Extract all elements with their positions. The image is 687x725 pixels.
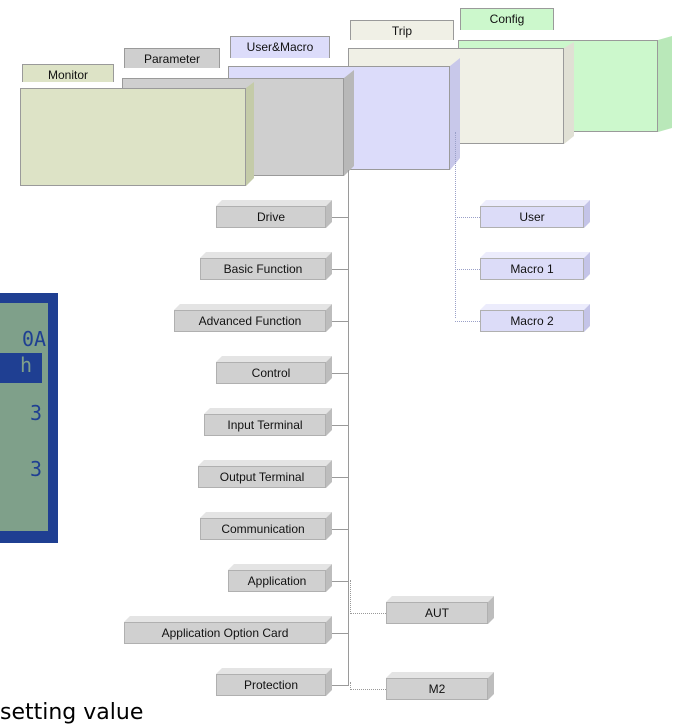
connector-line	[332, 425, 348, 426]
connector-line	[332, 269, 348, 270]
user-macro-box-macro-2-label: Macro 2	[510, 314, 554, 328]
tab-config[interactable]: Config	[460, 8, 554, 30]
tab-monitor[interactable]: Monitor	[22, 64, 114, 82]
tab-parameter[interactable]: Parameter	[124, 48, 220, 68]
connector-line	[332, 685, 348, 686]
connector-line	[332, 217, 348, 218]
application-box-m2-label: M2	[428, 682, 446, 696]
connector-line	[350, 682, 351, 688]
tab-trip[interactable]: Trip	[350, 20, 454, 40]
param-box-drive[interactable]: Drive	[216, 200, 332, 228]
param-box-basic-function[interactable]: Basic Function	[200, 252, 332, 280]
param-box-control-label: Control	[251, 366, 291, 380]
user-macro-tree-trunk	[455, 132, 456, 318]
connector-line	[332, 633, 348, 634]
connector-line	[350, 580, 351, 612]
param-box-control[interactable]: Control	[216, 356, 332, 384]
application-box-m2[interactable]: M2	[386, 672, 494, 700]
param-box-output-terminal-label: Output Terminal	[219, 470, 305, 484]
lcd-highlight	[0, 353, 42, 383]
param-box-basic-function-label: Basic Function	[223, 262, 303, 276]
param-box-drive-label: Drive	[256, 210, 285, 224]
monitor-folder[interactable]: Monitor	[20, 64, 254, 186]
application-box-aut[interactable]: AUT	[386, 596, 494, 624]
lcd-glyph: h	[20, 353, 33, 377]
param-box-application-option-card-label: Application Option Card	[161, 626, 289, 640]
param-box-communication[interactable]: Communication	[200, 512, 332, 540]
connector-line	[332, 321, 348, 322]
lcd-glyph: 3	[30, 457, 43, 481]
param-box-protection-label: Protection	[243, 678, 299, 692]
param-box-input-terminal[interactable]: Input Terminal	[204, 408, 332, 436]
tab-user-macro[interactable]: User&Macro	[230, 36, 330, 58]
connector-line	[332, 477, 348, 478]
lcd-screen	[0, 303, 48, 531]
lcd-glyph: 3	[30, 401, 43, 425]
lcd-glyph: 0A	[22, 327, 47, 351]
lcd-photo: 0A h 3 3	[0, 293, 58, 543]
param-box-communication-label: Communication	[221, 522, 305, 536]
param-box-output-terminal[interactable]: Output Terminal	[198, 460, 332, 488]
param-box-input-terminal-label: Input Terminal	[227, 418, 303, 432]
connector-line	[332, 529, 348, 530]
connector-line	[455, 321, 480, 322]
user-macro-box-macro-2[interactable]: Macro 2	[480, 304, 590, 332]
user-macro-box-macro-1[interactable]: Macro 1	[480, 252, 590, 280]
param-box-application[interactable]: Application	[228, 564, 332, 592]
param-box-application-label: Application	[247, 574, 307, 588]
connector-line	[350, 689, 386, 690]
param-box-advanced-function-label: Advanced Function	[198, 314, 302, 328]
param-box-application-option-card[interactable]: Application Option Card	[124, 616, 332, 644]
user-macro-box-user-label: User	[519, 210, 545, 224]
parameter-tree-trunk	[348, 170, 349, 686]
connector-line	[332, 373, 348, 374]
param-box-advanced-function[interactable]: Advanced Function	[174, 304, 332, 332]
connector-line	[455, 269, 480, 270]
connector-line	[350, 613, 386, 614]
caption-text: setting value	[0, 700, 144, 725]
application-box-aut-label: AUT	[425, 606, 449, 620]
param-box-protection[interactable]: Protection	[216, 668, 332, 696]
connector-line	[455, 217, 480, 218]
connector-line	[332, 581, 348, 582]
user-macro-box-macro-1-label: Macro 1	[510, 262, 554, 276]
user-macro-box-user[interactable]: User	[480, 200, 590, 228]
